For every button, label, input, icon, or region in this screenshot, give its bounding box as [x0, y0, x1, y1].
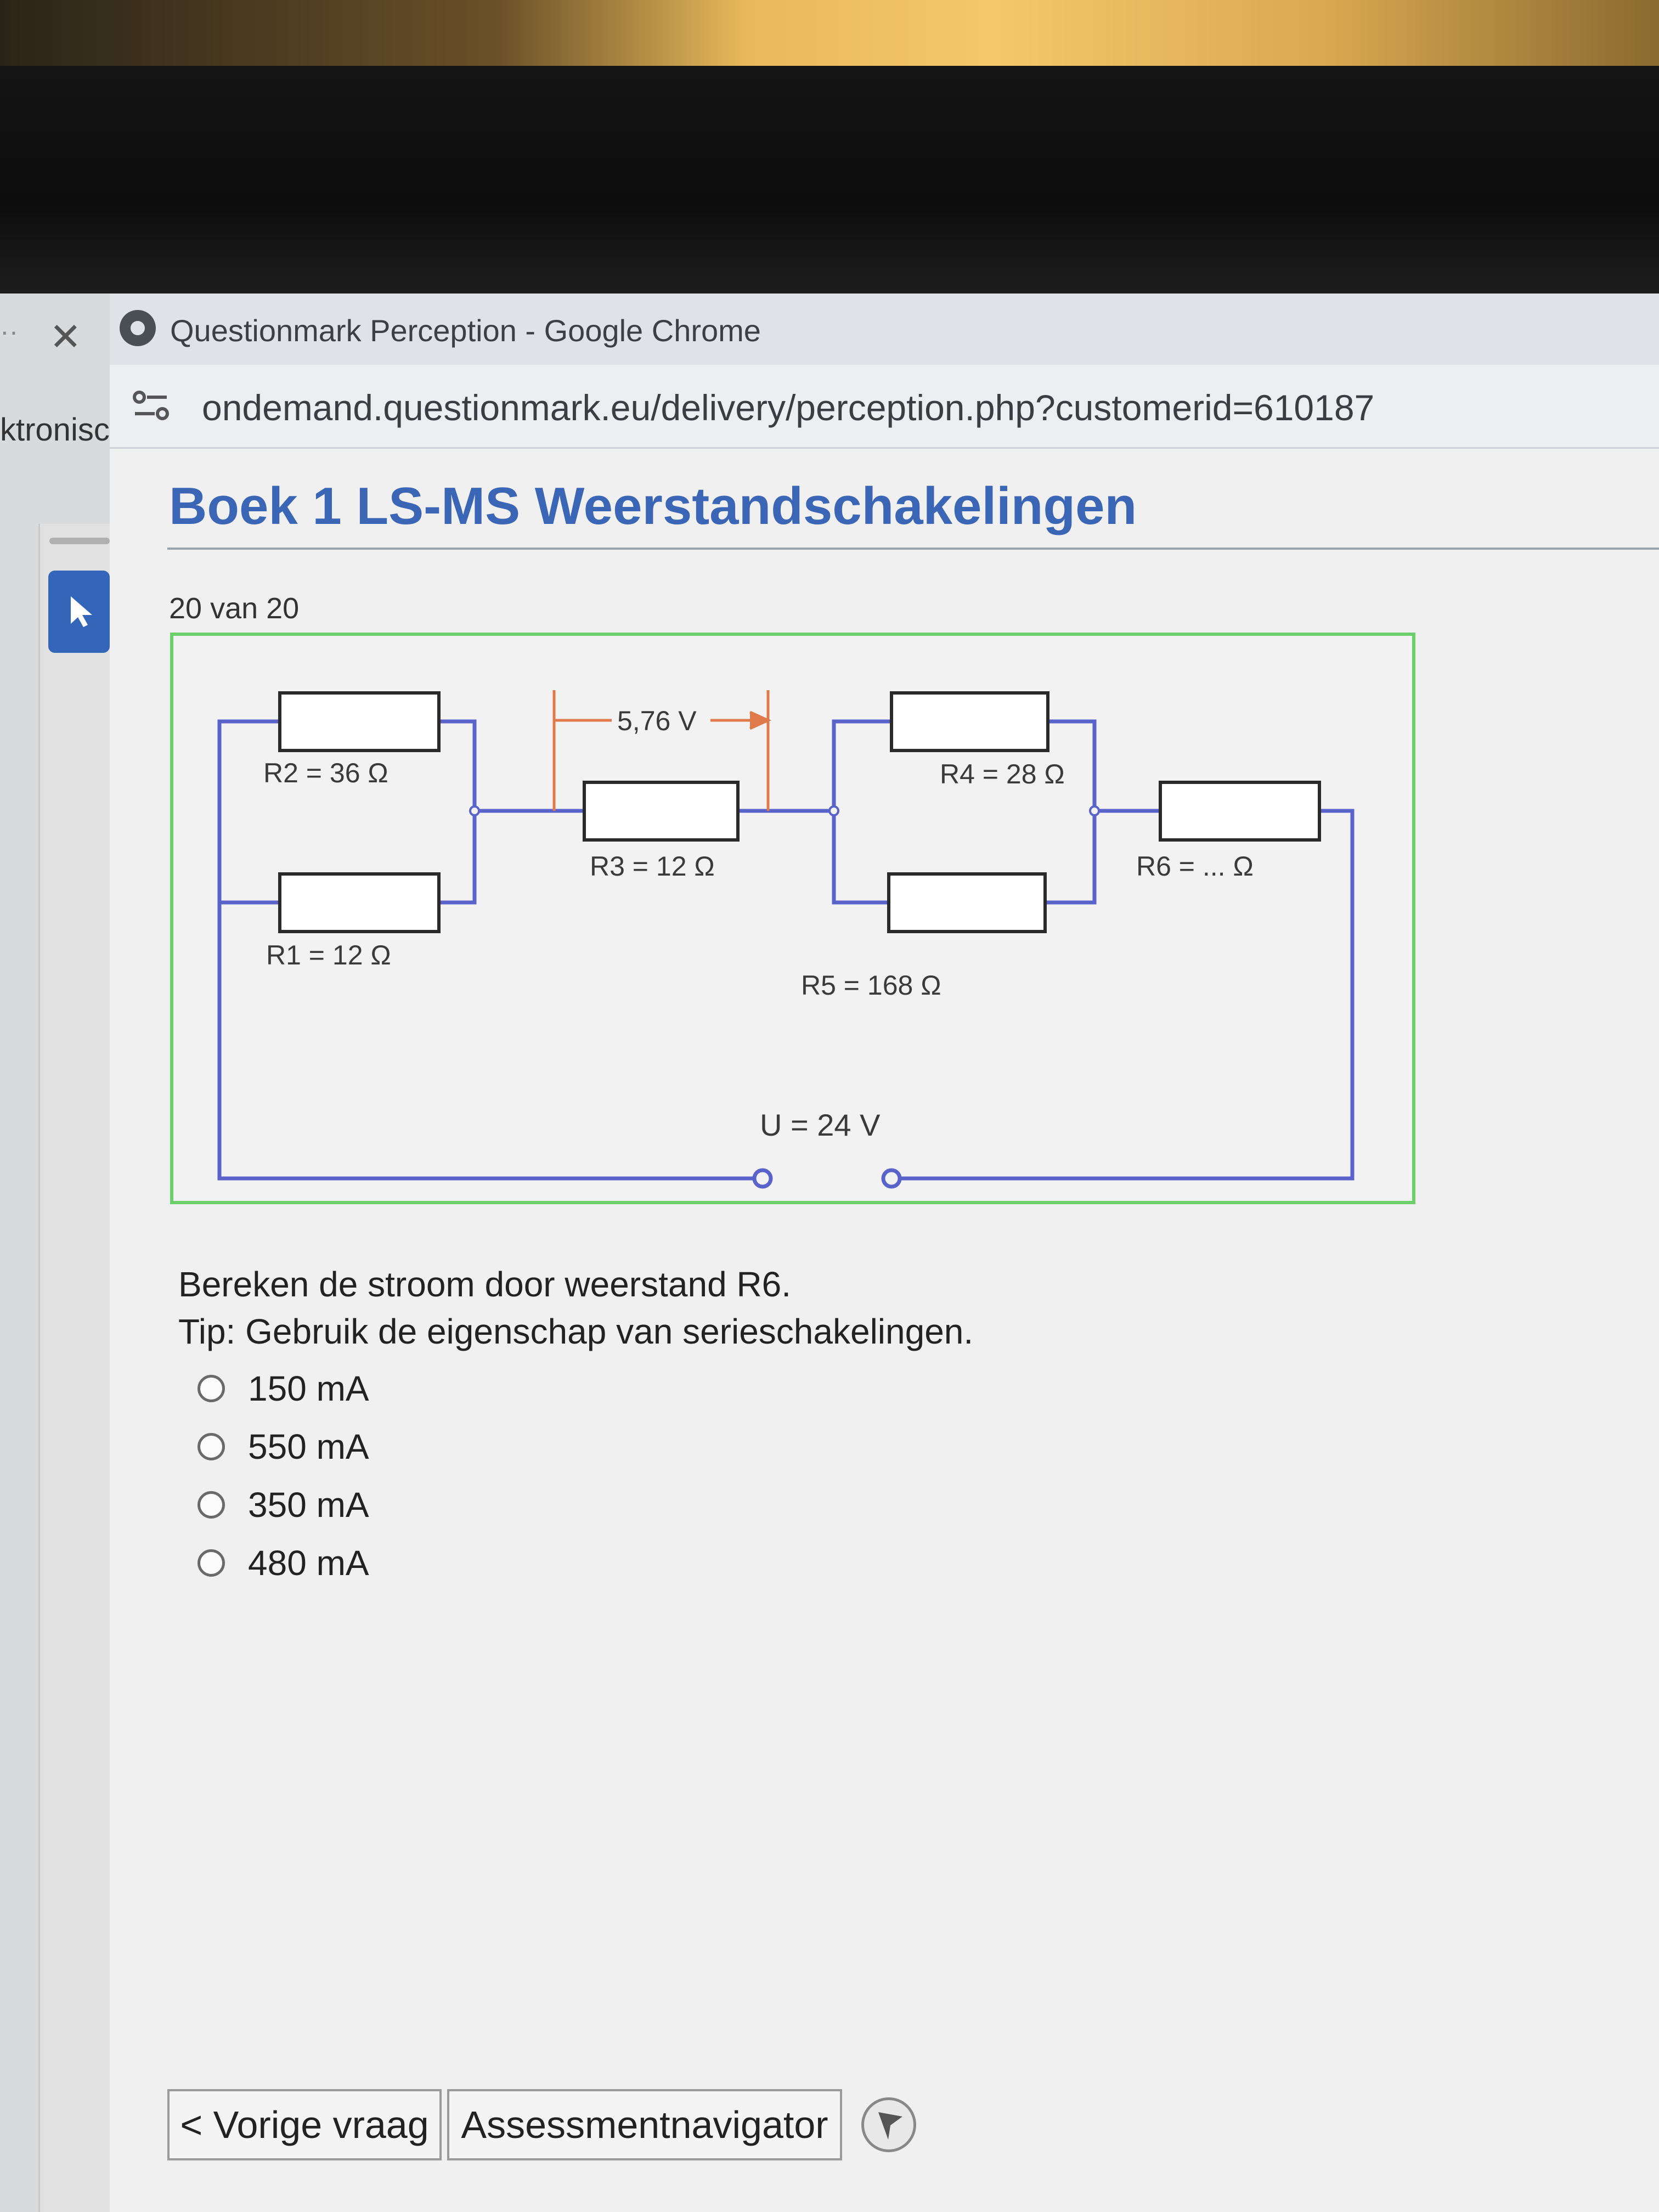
label-voltage-r3: 5,76 V [617, 706, 697, 736]
node-2 [828, 805, 839, 816]
option-label[interactable]: 350 mA [248, 1485, 369, 1525]
question-counter: 20 van 20 [169, 592, 300, 625]
option-350ma[interactable]: 350 mA [198, 1476, 369, 1534]
node-3 [1089, 805, 1100, 816]
label-r3: R3 = 12 Ω [590, 851, 715, 882]
voltage-indicator-r3 [552, 690, 772, 811]
flag-question-button[interactable] [861, 2097, 916, 2152]
address-bar[interactable]: ondemand.questionmark.eu/delivery/percep… [110, 365, 1659, 449]
label-r1: R1 = 12 Ω [266, 940, 391, 970]
flag-icon [878, 2112, 902, 2140]
resistor-r3 [583, 781, 740, 842]
question-line-1: Bereken de stroom door weerstand R6. [178, 1265, 792, 1304]
window-title: Questionmark Perception - Google Chrome [170, 313, 761, 348]
resistor-r4 [890, 691, 1049, 752]
resistor-r2 [278, 691, 441, 752]
question-hint: Tip: Gebruik de eigenschap van seriescha… [178, 1312, 974, 1351]
radio-button[interactable] [198, 1375, 225, 1402]
chrome-logo-icon [120, 310, 156, 346]
background-window: ·· ✕ ktronisc [0, 294, 111, 2212]
node-1 [469, 805, 480, 816]
label-r4: R4 = 28 Ω [940, 759, 1065, 789]
monitor-bezel [0, 66, 1659, 296]
background-scroll-bar[interactable] [49, 538, 110, 544]
resistors [278, 691, 1321, 933]
radio-button[interactable] [198, 1433, 225, 1460]
option-label[interactable]: 150 mA [248, 1369, 369, 1408]
pointer-icon [71, 596, 92, 627]
screen: ·· ✕ ktronisc Questionmark Perception - … [0, 294, 1659, 2212]
option-label[interactable]: 480 mA [248, 1543, 369, 1583]
assessment-navigator-button[interactable]: Assessmentnavigator [447, 2089, 842, 2160]
page-title: Boek 1 LS-MS Weerstandschakelingen [169, 477, 1137, 535]
previous-question-button[interactable]: < Vorige vraag [167, 2089, 442, 2160]
assessment-page: Boek 1 LS-MS Weerstandschakelingen 20 va… [110, 449, 1659, 2212]
question-text: Bereken de stroom door weerstand R6. Tip… [178, 1261, 973, 1355]
cursor-tool-button[interactable] [48, 571, 110, 653]
label-supply-voltage: U = 24 V [760, 1108, 881, 1142]
browser-window: Questionmark Perception - Google Chrome … [110, 294, 1659, 2212]
title-bar: Questionmark Perception - Google Chrome [110, 294, 1659, 365]
resistor-r6 [1159, 781, 1321, 842]
label-r2: R2 = 36 Ω [263, 758, 388, 788]
option-480ma[interactable]: 480 mA [198, 1534, 369, 1592]
label-r6: R6 = ... Ω [1136, 851, 1254, 882]
label-r5: R5 = 168 Ω [801, 970, 941, 1001]
terminal-left [752, 1168, 773, 1189]
ambient-light [0, 0, 1659, 77]
resistor-r5 [887, 872, 1047, 933]
option-label[interactable]: 550 mA [248, 1427, 369, 1466]
answer-options: 150 mA 550 mA 350 mA 480 mA [198, 1359, 369, 1592]
overflow-dots-icon: ·· [0, 316, 19, 347]
circuit-diagram: 5,76 V R2 = 36 Ω R1 = 12 Ω R3 = 12 Ω R4 … [170, 633, 1415, 1204]
url-text[interactable]: ondemand.questionmark.eu/delivery/percep… [202, 387, 1375, 428]
title-divider [167, 548, 1659, 550]
site-settings-icon[interactable] [132, 390, 170, 422]
close-icon[interactable]: ✕ [49, 315, 82, 358]
resistor-r1 [278, 872, 441, 933]
radio-button[interactable] [198, 1549, 225, 1577]
option-150ma[interactable]: 150 mA [198, 1359, 369, 1418]
terminal-right [881, 1168, 902, 1189]
background-window-label: ktronisc [0, 412, 110, 448]
supply-terminals [752, 1168, 902, 1189]
option-550ma[interactable]: 550 mA [198, 1418, 369, 1476]
junction-nodes [469, 805, 1100, 816]
radio-button[interactable] [198, 1491, 225, 1519]
background-panel [38, 524, 111, 2212]
